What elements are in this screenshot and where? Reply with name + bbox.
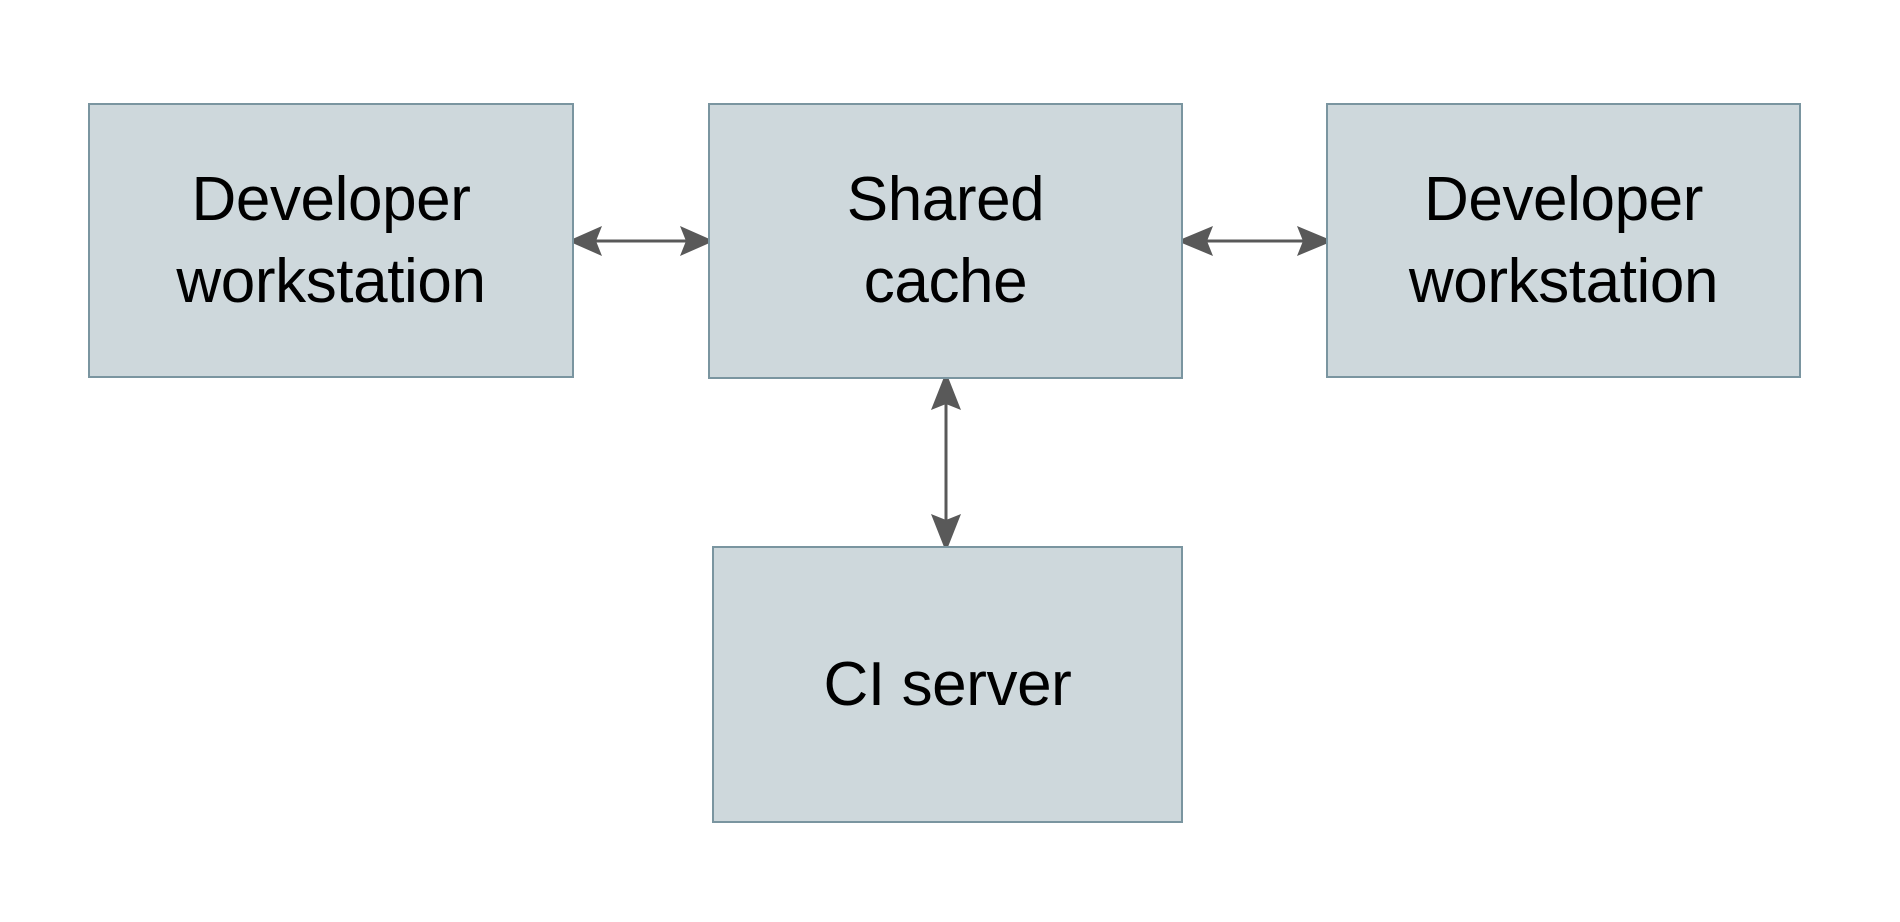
- arrowhead-left-icon: [568, 226, 602, 256]
- arrowhead-up-icon: [931, 372, 961, 410]
- node-developer-workstation-right[interactable]: Developer workstation: [1326, 103, 1801, 378]
- arrowhead-right-icon: [1297, 226, 1333, 256]
- arrowhead-down-icon: [931, 514, 961, 552]
- connector-cache-to-dev-right[interactable]: [1175, 210, 1335, 272]
- node-label: Developer workstation: [1408, 164, 1719, 316]
- node-label: CI server: [823, 649, 1072, 719]
- connector-cache-to-ci[interactable]: [915, 370, 977, 554]
- node-label: Developer workstation: [176, 164, 486, 316]
- node-label: Shared cache: [846, 165, 1045, 316]
- node-ci-server[interactable]: CI server: [712, 546, 1183, 823]
- node-developer-workstation-left[interactable]: Developer workstation: [88, 103, 574, 378]
- node-shared-cache[interactable]: Shared cache: [708, 103, 1183, 379]
- arrowhead-left-icon: [1177, 226, 1213, 256]
- connector-dev-left-to-cache[interactable]: [566, 210, 716, 272]
- arrowhead-right-icon: [680, 226, 714, 256]
